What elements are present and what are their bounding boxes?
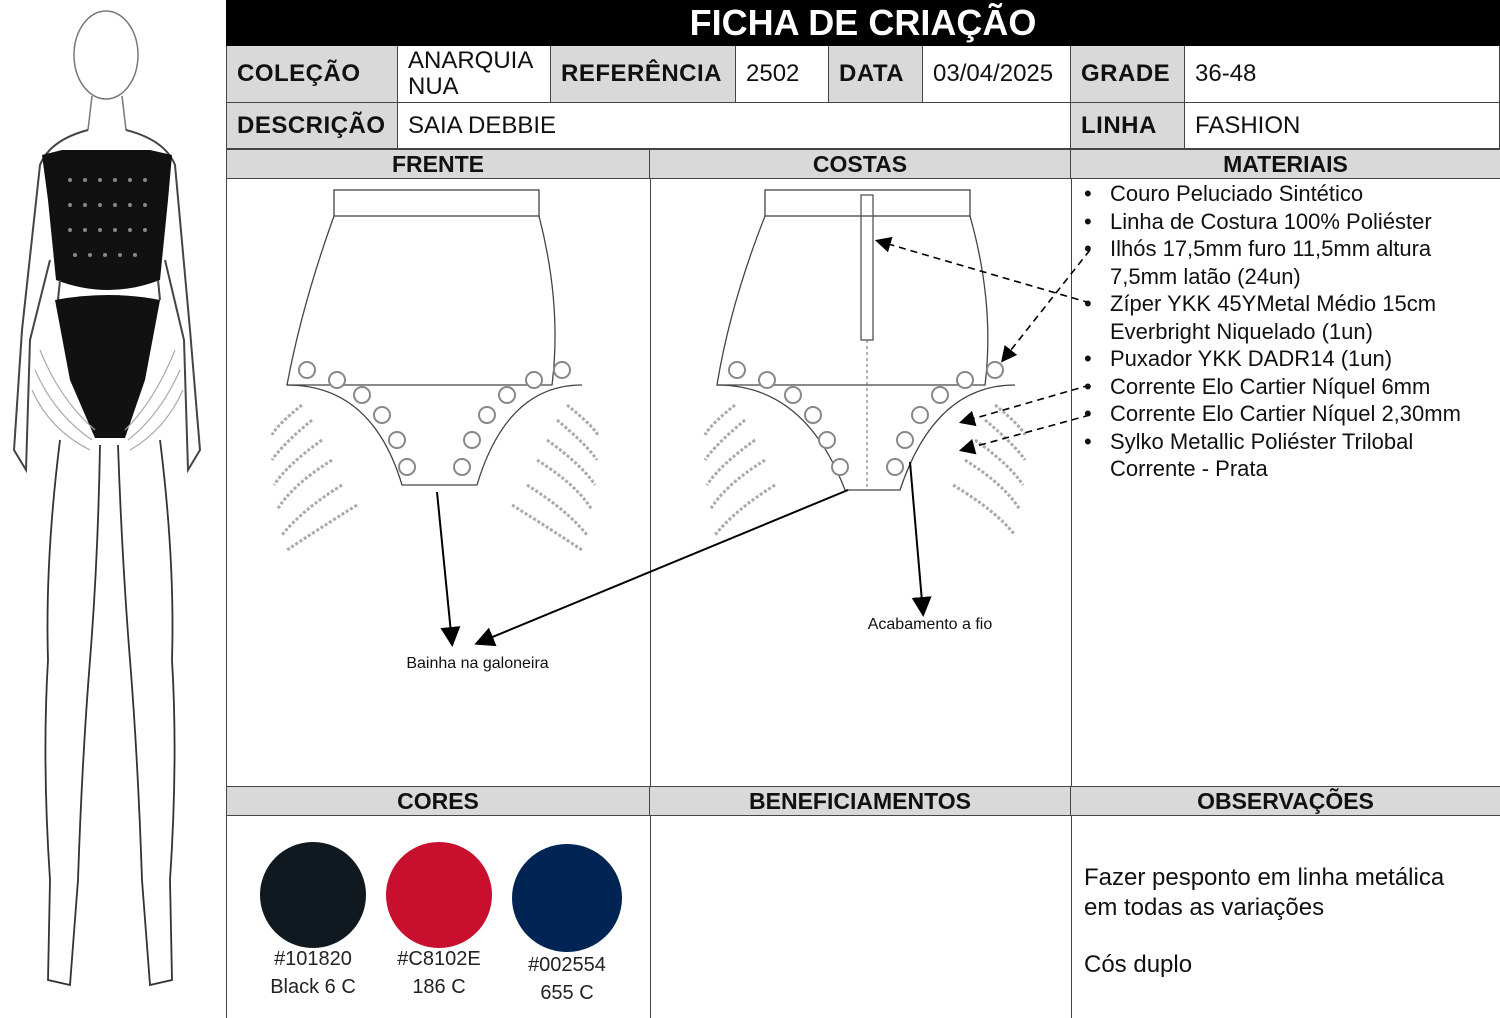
observation-line: em todas as variações	[1084, 894, 1325, 921]
back-skirt-drawing	[703, 189, 1027, 536]
color-hex-label: #002554	[528, 954, 606, 976]
section-frente: FRENTE	[226, 149, 650, 179]
data-value: 03/04/2025	[923, 46, 1071, 103]
annotation-bainha: Bainha na galoneira	[406, 655, 549, 672]
figure-illustration	[12, 10, 202, 987]
materials-list: Couro Peluciado Sintético Linha de Costu…	[1080, 180, 1498, 483]
observations-text: Fazer pesponto em linha metálica em toda…	[1084, 863, 1494, 980]
annotation-acabamento: Acabamento a fio	[867, 616, 993, 633]
grade-label: GRADE	[1071, 46, 1185, 103]
list-item: Ilhós 17,5mm furo 11,5mm altura 7,5mm la…	[1080, 235, 1498, 290]
color-hex-label: #101820	[274, 948, 352, 970]
list-item: Corrente Elo Cartier Níquel 6mm	[1080, 373, 1498, 401]
section-materiais: MATERIAIS	[1071, 149, 1500, 179]
color-name-label: 186 C	[412, 976, 466, 998]
color-code: #002554 655 C	[507, 951, 627, 1007]
page-title: FICHA DE CRIAÇÃO	[226, 0, 1500, 46]
colecao-label: COLEÇÃO	[226, 46, 398, 103]
section-observacoes: OBSERVAÇÕES	[1071, 786, 1500, 816]
section-beneficiamentos: BENEFICIAMENTOS	[650, 786, 1071, 816]
color-name-label: 655 C	[540, 982, 594, 1004]
section-cores: CORES	[226, 786, 650, 816]
list-item: Couro Peluciado Sintético	[1080, 180, 1498, 208]
list-item: Linha de Costura 100% Poliéster	[1080, 208, 1498, 236]
colecao-value: ANARQUIA NUA	[398, 46, 551, 103]
color-swatch	[386, 842, 492, 948]
grid-line	[650, 179, 651, 1018]
referencia-value: 2502	[736, 46, 829, 103]
color-hex-label: #C8102E	[397, 948, 481, 970]
color-name-label: Black 6 C	[270, 976, 356, 998]
list-item: Puxador YKK DADR14 (1un)	[1080, 345, 1498, 373]
section-costas: COSTAS	[650, 149, 1071, 179]
grid-line	[1071, 179, 1072, 1018]
list-item: Zíper YKK 45YMetal Médio 15cm Everbright…	[1080, 290, 1498, 345]
color-swatch	[512, 844, 622, 952]
front-skirt-drawing	[270, 189, 600, 552]
colecao-value-line2: NUA	[408, 73, 459, 100]
linha-label: LINHA	[1071, 103, 1185, 149]
color-code: #101820 Black 6 C	[253, 945, 373, 1001]
color-code: #C8102E 186 C	[379, 945, 499, 1001]
descricao-label: DESCRIÇÃO	[226, 103, 398, 149]
observation-line: Cós duplo	[1084, 951, 1193, 978]
grid-line	[226, 179, 227, 1018]
descricao-value: SAIA DEBBIE	[398, 103, 1071, 149]
data-label: DATA	[829, 46, 923, 103]
linha-value: FASHION	[1185, 103, 1500, 149]
list-item: Sylko Metallic Poliéster Trilobal Corren…	[1080, 428, 1498, 483]
color-swatch	[260, 842, 366, 948]
referencia-label: REFERÊNCIA	[551, 46, 736, 103]
colecao-value-line1: ANARQUIA	[408, 47, 534, 74]
observation-line: Fazer pesponto em linha metálica	[1084, 864, 1445, 891]
list-item: Corrente Elo Cartier Níquel 2,30mm	[1080, 400, 1498, 428]
